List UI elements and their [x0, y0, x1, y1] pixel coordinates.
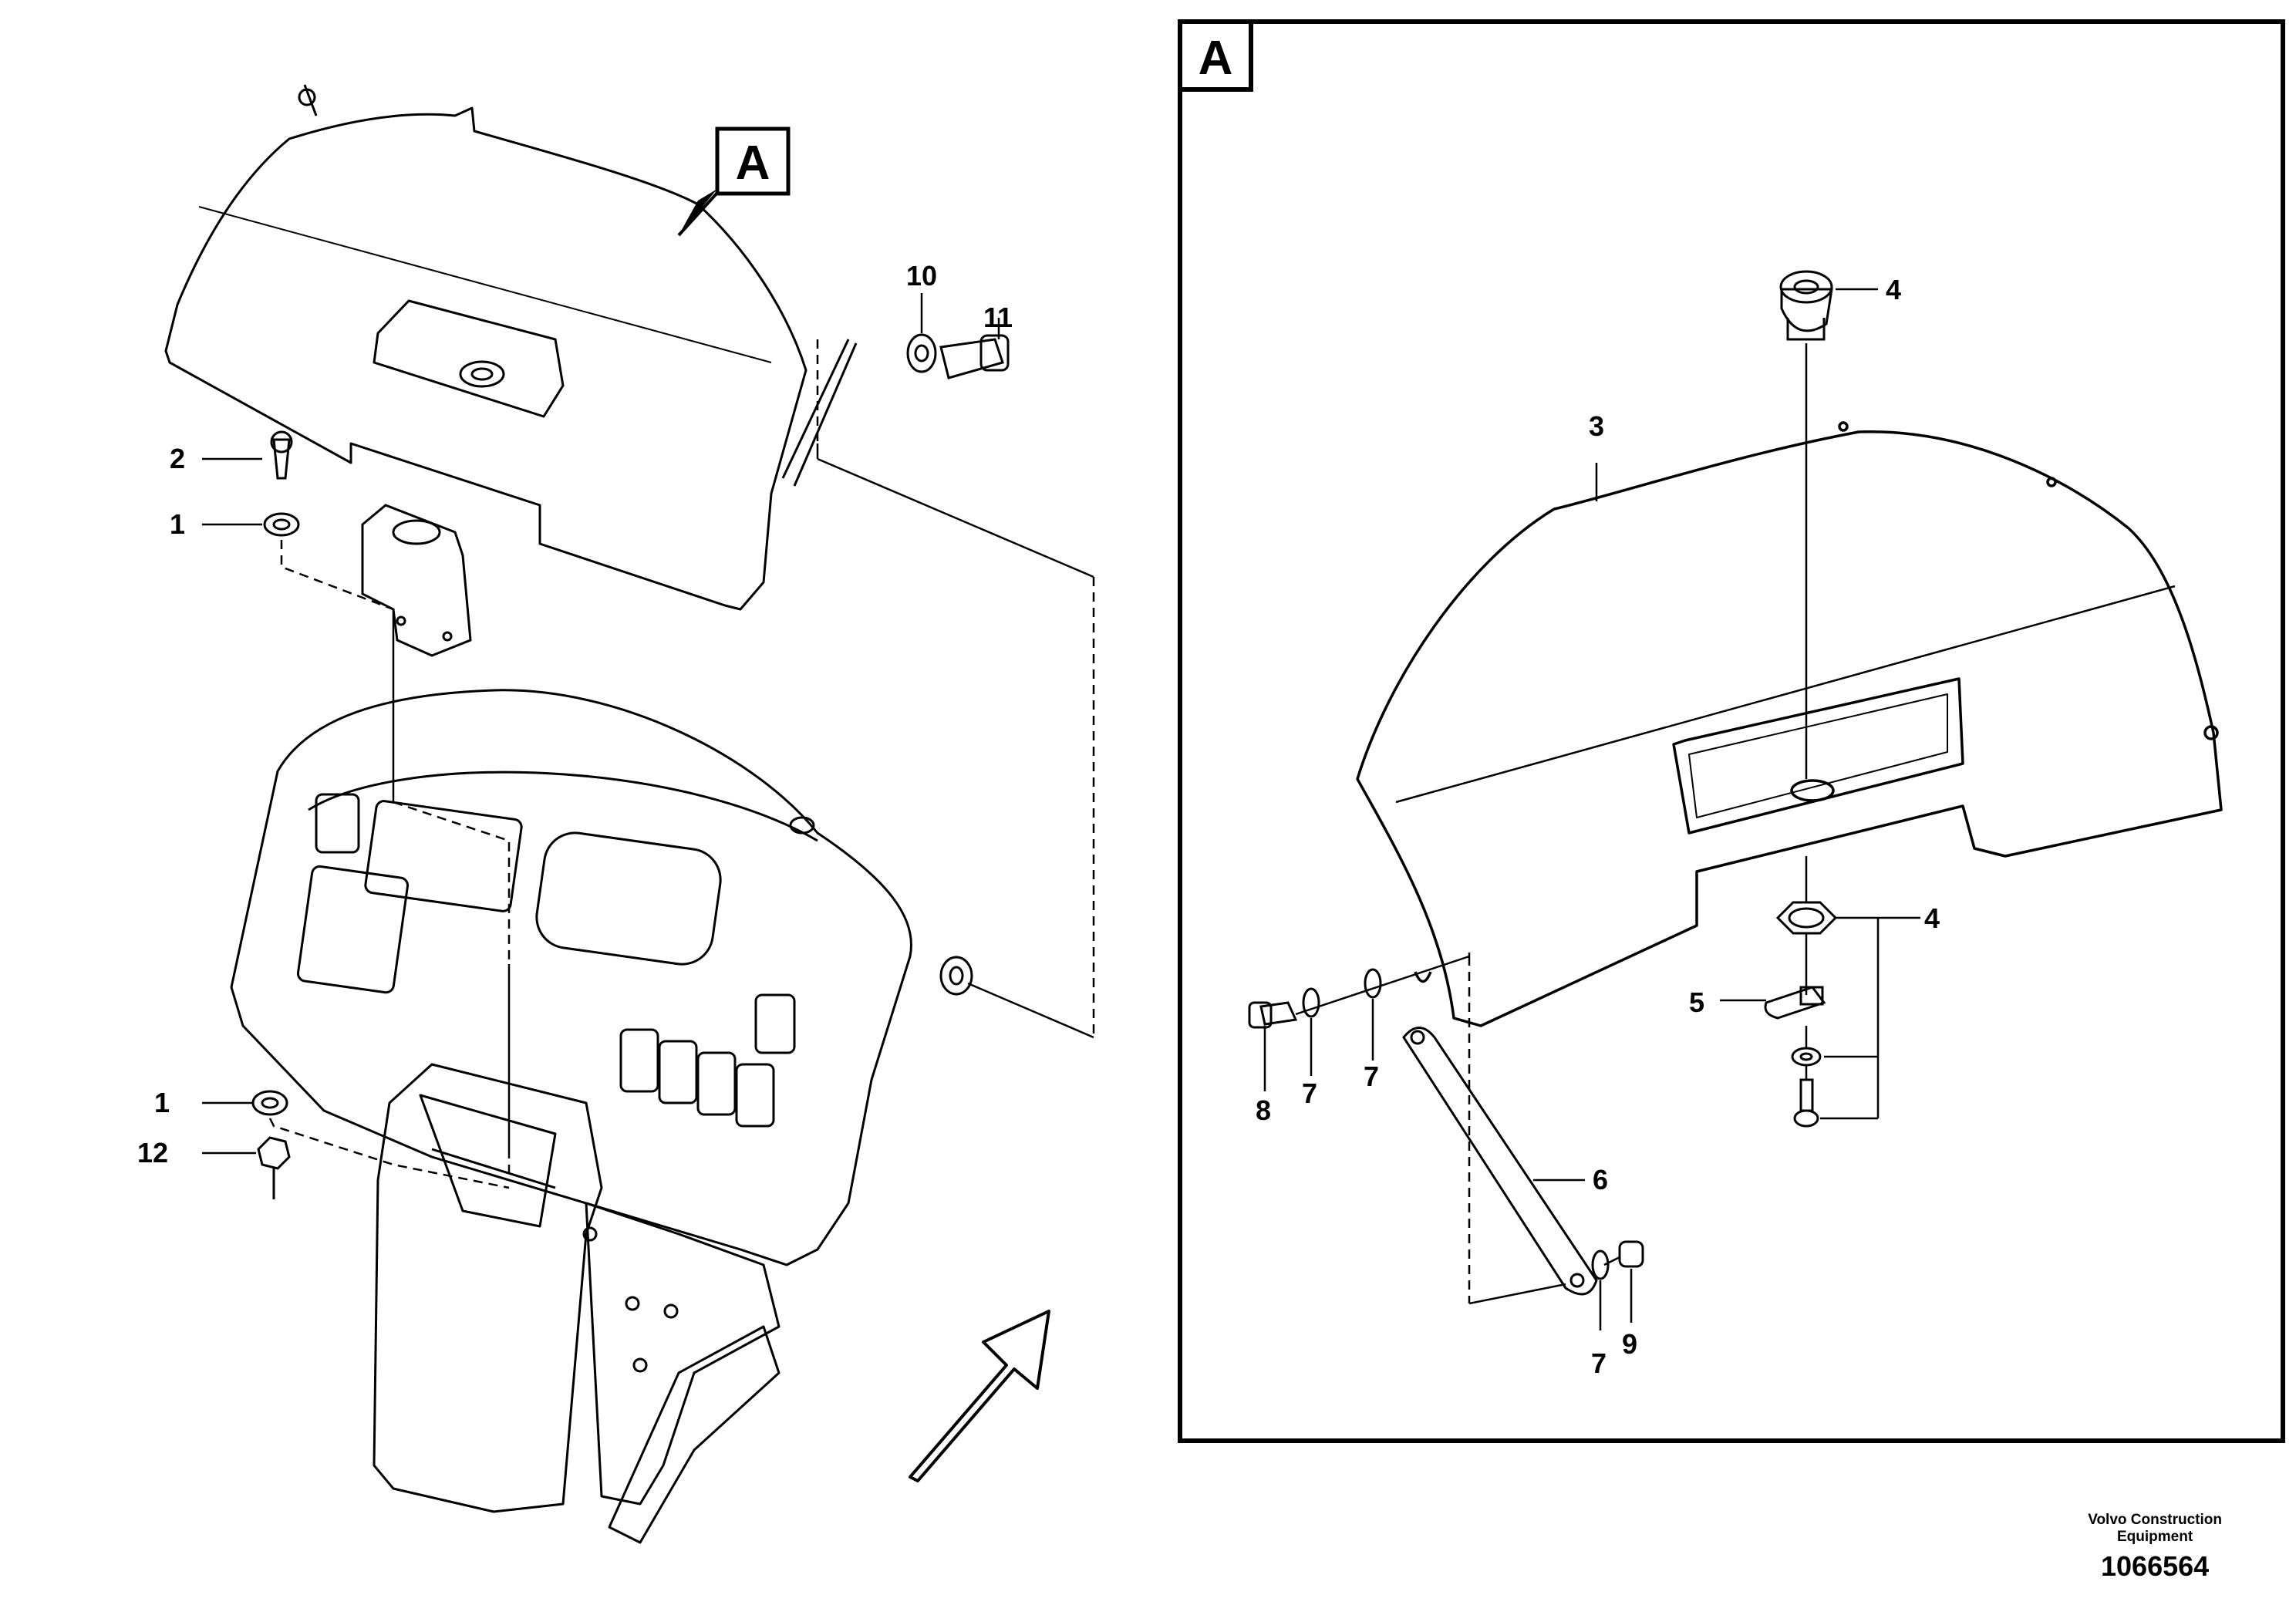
callout-2: 2 — [170, 443, 185, 474]
publisher-credit: Volvo Construction Equipment 1066564 — [2088, 1512, 2222, 1583]
callout-5: 5 — [1689, 986, 1704, 1018]
detail-leaders — [1263, 288, 1920, 1330]
callout-9: 9 — [1622, 1328, 1637, 1360]
brand-line-2: Equipment — [2117, 1529, 2193, 1545]
callout-11: 11 — [983, 302, 1013, 333]
callout-12: 12 — [137, 1137, 168, 1168]
callout-3: 3 — [1589, 410, 1604, 442]
switch-row — [619, 1028, 775, 1128]
drawing-number: 1066564 — [2101, 1550, 2210, 1582]
callout-6: 6 — [1593, 1164, 1608, 1195]
brand-line-1: Volvo Construction — [2088, 1512, 2222, 1528]
left-cover-part — [164, 84, 858, 611]
dashboard-body — [230, 689, 912, 1266]
callout-7-a: 7 — [1302, 1077, 1317, 1109]
detail-cover-part — [1356, 421, 2223, 1027]
callout-1-top: 1 — [170, 508, 185, 540]
callout-1-bottom: 1 — [154, 1087, 170, 1118]
callout-8: 8 — [1256, 1094, 1271, 1126]
section-tag-left: A — [736, 137, 770, 190]
callout-7-c: 7 — [1591, 1347, 1607, 1379]
view-direction-arrow — [909, 1310, 1050, 1482]
section-a-pointer: A — [677, 126, 791, 237]
callout-4-bottom: 4 — [1924, 902, 1940, 934]
callout-7-b: 7 — [1364, 1061, 1379, 1092]
mounting-bracket — [361, 504, 472, 657]
section-tag-detail: A — [1199, 32, 1233, 85]
callout-10: 10 — [906, 260, 937, 292]
callout-4-top: 4 — [1886, 274, 1901, 305]
left-dashed-paths — [268, 339, 1095, 1189]
left-hardware — [251, 333, 1010, 1199]
detail-frame: A — [1178, 19, 2285, 1443]
left-leaders — [202, 293, 1000, 1155]
detail-hardware — [1248, 270, 1838, 1296]
steering-column — [373, 1063, 781, 1544]
